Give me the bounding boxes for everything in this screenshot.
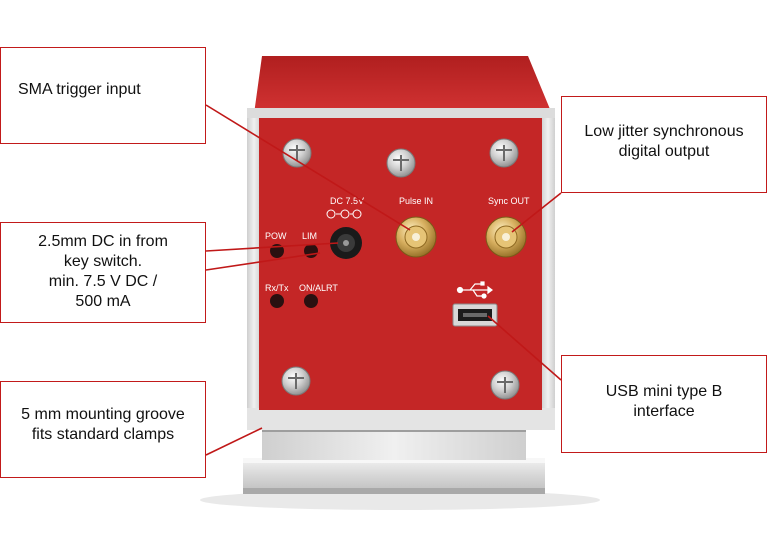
led-on-alrt (304, 294, 318, 308)
callout-text: min. 7.5 V DC / (48, 273, 158, 290)
usb-symbol-icon (456, 281, 493, 299)
led-lim (304, 244, 318, 258)
housing-right-rail (541, 110, 555, 430)
screw-icon (386, 148, 416, 178)
floor-shadow (200, 490, 600, 510)
label-on-alrt: ON/ALRT (299, 283, 338, 293)
mounting-base (243, 428, 545, 494)
led-rxtx (270, 294, 284, 308)
screw-icon (281, 366, 311, 396)
housing-top (254, 56, 552, 114)
callout-text: 5 mm mounting groove (21, 406, 185, 423)
label-pulse-in: Pulse IN (399, 196, 433, 206)
callout-text: fits standard clamps (31, 426, 175, 443)
callout-text: key switch. (63, 253, 143, 270)
callout-text: SMA trigger input (18, 81, 141, 98)
label-sync-out: Sync OUT (488, 196, 530, 206)
screw-icon (282, 138, 312, 168)
housing-left-rail (247, 110, 261, 430)
label-lim: LIM (302, 231, 317, 241)
label-rxtx: Rx/Tx (265, 283, 289, 293)
callout-text: interface (633, 403, 695, 420)
callout-text: 2.5mm DC in from (38, 233, 168, 250)
housing-frame-bottom (247, 408, 555, 430)
sma-pulse-in-connector (395, 216, 437, 258)
callout-sma-trigger: SMA trigger input (0, 47, 206, 144)
callout-text: digital output (618, 143, 710, 160)
callout-text: USB mini type B (605, 383, 723, 400)
label-dc: DC 7.5V (330, 196, 364, 206)
sma-sync-out-connector (485, 216, 527, 258)
dc-jack (330, 227, 362, 259)
housing-frame-top (247, 108, 555, 118)
leader-lines (205, 104, 562, 456)
callout-sync-output: Low jitter synchronous digital output (561, 96, 767, 193)
callout-mounting-groove: 5 mm mounting groove fits standard clamp… (0, 381, 206, 478)
screw-icon (490, 370, 520, 400)
callout-dc-input: 2.5mm DC in from key switch. min. 7.5 V … (0, 222, 206, 323)
callout-text: Low jitter synchronous (584, 123, 744, 140)
callout-text: 500 mA (75, 293, 131, 310)
screw-icon (489, 138, 519, 168)
label-pow: POW (265, 231, 287, 241)
usb-mini-b-port (452, 303, 498, 327)
callout-usb: USB mini type B interface (561, 355, 767, 453)
dc-polarity-icon (326, 209, 362, 219)
